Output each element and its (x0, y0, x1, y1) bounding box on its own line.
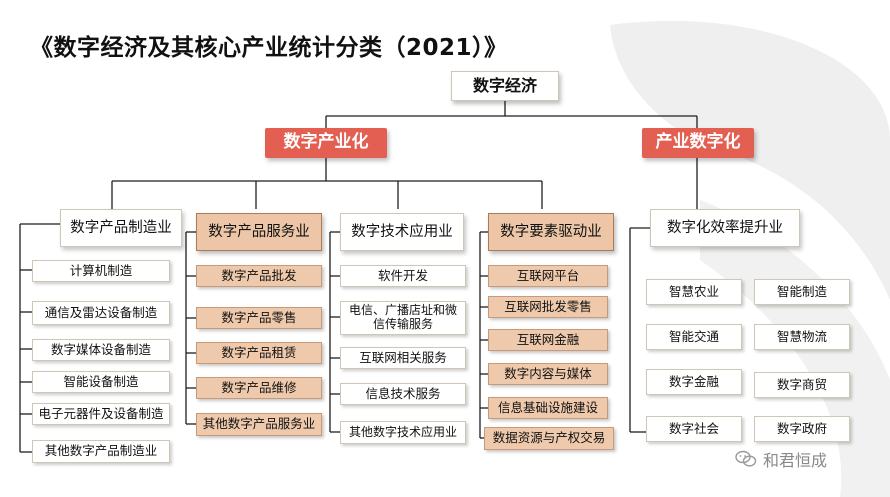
leaf-smart-agriculture: 智慧农业 (646, 279, 742, 305)
leaf-computer-manufacturing: 计算机制造 (32, 260, 170, 282)
leaf-digital-finance: 数字金融 (646, 369, 742, 395)
leaf-other-digital-product-manufacturing: 其他数字产品制造业 (32, 440, 170, 463)
leaf-data-resources-property-trading: 数据资源与产权交易 (484, 427, 614, 450)
leaf-other-digital-technology-application: 其他数字技术应用业 (340, 421, 466, 444)
leaf-intelligent-equipment: 智能设备制造 (32, 371, 170, 393)
wechat-icon (735, 450, 757, 467)
leaf-other-digital-product-services: 其他数字产品服务业 (196, 413, 322, 436)
category-node-digital-product-manufacturing: 数字产品制造业 (60, 209, 182, 247)
root-node-digital-economy: 数字经济 (451, 71, 559, 101)
watermark: 和君恒成 (735, 446, 885, 472)
category-node-digital-technology-application: 数字技术应用业 (340, 213, 464, 251)
leaf-digital-media-equipment: 数字媒体设备制造 (32, 339, 170, 361)
category-node-digital-efficiency-improvement: 数字化效率提升业 (650, 209, 800, 247)
leaf-digital-product-repair: 数字产品维修 (196, 377, 322, 399)
leaf-digital-content-media: 数字内容与媒体 (488, 363, 608, 385)
leaf-software-development: 软件开发 (340, 265, 466, 287)
watermark-text: 和君恒成 (763, 451, 828, 470)
leaf-digital-society: 数字社会 (646, 416, 742, 442)
branch-node-industrial-digitization: 产业数字化 (642, 128, 754, 158)
leaf-information-technology-services: 信息技术服务 (340, 383, 466, 405)
leaf-intelligent-manufacturing: 智能制造 (754, 279, 850, 305)
leaf-smart-logistics: 智慧物流 (754, 324, 850, 350)
leaf-internet-finance: 互联网金融 (488, 329, 608, 351)
leaf-electronic-components-equipment: 电子元器件及设备制造 (32, 403, 170, 425)
leaf-digital-product-wholesale: 数字产品批发 (196, 265, 322, 287)
leaf-communication-radar-equipment: 通信及雷达设备制造 (32, 301, 170, 325)
leaf-digital-product-retail: 数字产品零售 (196, 307, 322, 329)
leaf-internet-platform: 互联网平台 (488, 265, 608, 287)
leaf-internet-related-services: 互联网相关服务 (340, 347, 466, 369)
leaf-telecom-broadcast-transmission: 电信、广播店址和微信传输服务 (340, 301, 466, 335)
category-node-digital-factor-driven: 数字要素驱动业 (488, 213, 614, 251)
leaf-internet-wholesale-retail: 互联网批发零售 (488, 296, 608, 318)
page-title: 《数字经济及其核心产业统计分类（2021）》 (30, 35, 508, 61)
leaf-smart-transportation: 智能交通 (646, 324, 742, 350)
leaf-information-infrastructure: 信息基础设施建设 (488, 397, 608, 419)
leaf-digital-product-leasing: 数字产品租赁 (196, 342, 322, 364)
category-node-digital-product-services: 数字产品服务业 (196, 213, 322, 251)
branch-node-digital-industrialization: 数字产业化 (265, 128, 387, 158)
leaf-digital-commerce: 数字商贸 (754, 372, 850, 398)
leaf-digital-government: 数字政府 (754, 416, 850, 442)
